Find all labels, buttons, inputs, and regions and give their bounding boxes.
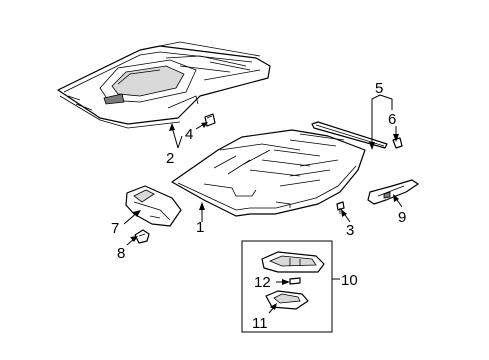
- headliner-with-sunroof: [57, 41, 271, 129]
- callout-7: 7: [111, 220, 119, 237]
- visor-clip-part-8: [134, 229, 150, 244]
- callout-10: 10: [341, 272, 358, 289]
- bulb-part-12: [289, 277, 301, 285]
- sun-visor-part-7: [125, 185, 182, 227]
- callout-9: 9: [398, 209, 406, 226]
- callout-11: 11: [252, 315, 268, 332]
- callout-12: 12: [254, 274, 271, 291]
- fastener-part-3: [336, 201, 345, 214]
- callout-5: 5: [375, 80, 383, 97]
- callout-2: 2: [166, 150, 174, 167]
- callout-1: 1: [196, 219, 204, 236]
- overhead-console-part-10: [261, 251, 325, 273]
- callout-6: 6: [388, 111, 396, 128]
- clip-part-6: [392, 137, 403, 149]
- bracket-part-9: [367, 179, 419, 205]
- callout-8: 8: [117, 245, 125, 262]
- headliner-panel: [171, 129, 366, 217]
- callout-3: 3: [346, 222, 354, 239]
- leader-lines: [123, 94, 403, 314]
- callout-4: 4: [185, 126, 193, 143]
